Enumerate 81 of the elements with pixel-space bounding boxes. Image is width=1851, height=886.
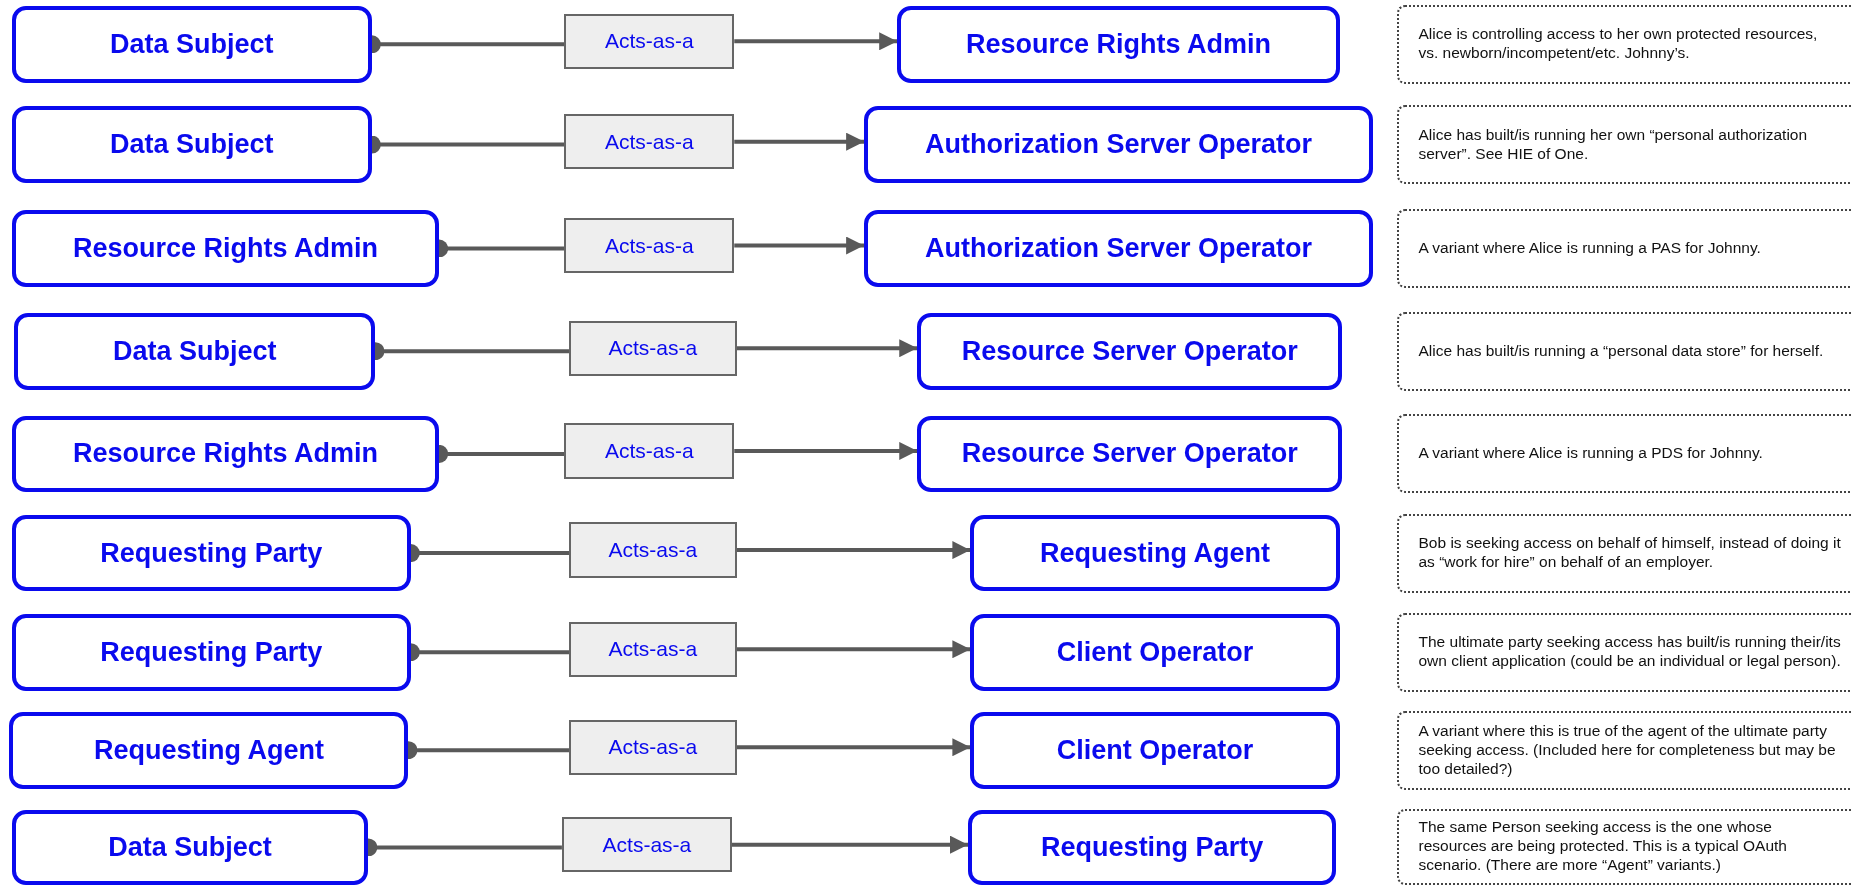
- arrow: [734, 132, 865, 151]
- relation-label: Acts-as-a: [608, 336, 698, 361]
- role-label: Resource Rights Admin: [72, 233, 378, 264]
- role-box: [897, 5, 1340, 83]
- relation-label: Acts-as-a: [602, 832, 692, 857]
- role-label: Requesting Agent: [1040, 537, 1271, 569]
- role-label: Data Subject: [110, 129, 274, 161]
- role-label: Resource Rights Admin: [965, 28, 1271, 60]
- relation-box: [569, 719, 737, 775]
- role-label: Authorization Server Operator: [924, 129, 1313, 161]
- role-label: Requesting Party: [100, 537, 323, 569]
- note-box: [1396, 808, 1851, 885]
- role-label: Requesting Party: [1041, 831, 1264, 863]
- note-box: [1396, 414, 1851, 494]
- note-box: [1396, 513, 1851, 593]
- role-box: [864, 106, 1373, 183]
- note-text: The same Person seeking access is the one whose resources are being protected. This is a typical OAuth scenario. (There are more “Agent” variants.): [1418, 818, 1788, 876]
- role-box: [917, 312, 1343, 390]
- relation-label: Acts-as-a: [608, 637, 698, 662]
- note-box: [1396, 4, 1851, 84]
- role-box: [9, 711, 409, 789]
- role-box: [970, 514, 1340, 592]
- relation-box: [561, 816, 732, 873]
- note-box: [1396, 311, 1851, 391]
- role-box: [970, 711, 1340, 789]
- arrow: [736, 640, 971, 659]
- role-box: [11, 210, 440, 287]
- relation-box: [569, 621, 737, 677]
- role-label: Client Operator: [1056, 734, 1254, 766]
- role-box: [968, 809, 1337, 885]
- note-text: Alice has built/is running her own “personal authorization server”. See HIE of One.: [1418, 125, 1809, 164]
- relation-box: [564, 113, 735, 170]
- note-text: A variant where Alice is running a PDS for Johnny.: [1418, 444, 1763, 464]
- relation-label: Acts-as-a: [604, 129, 694, 154]
- role-box: [11, 106, 372, 183]
- arrow: [734, 32, 898, 51]
- relation-box: [564, 13, 735, 70]
- role-label: Requesting Agent: [93, 734, 324, 766]
- relation-box: [564, 423, 735, 479]
- arrow: [736, 339, 918, 358]
- relation-label: Acts-as-a: [608, 735, 698, 760]
- role-label: Data Subject: [113, 335, 277, 367]
- arrow: [731, 835, 968, 854]
- note-box: [1396, 710, 1851, 790]
- relation-label: Acts-as-a: [604, 29, 694, 54]
- note-text: The ultimate party seeking access has built/is running their/its own client application (could be an individual or legal person).: [1418, 633, 1841, 672]
- role-label: Authorization Server Operator: [924, 233, 1313, 264]
- note-text: Bob is seeking access on behalf of himself, instead of doing it as “work for hire” on behalf of an employer.: [1418, 534, 1841, 572]
- note-text: Alice is controlling access to her own protected resources, vs. newborn/incompetent/etc. Johnny’s.: [1418, 25, 1819, 64]
- role-box: [11, 809, 369, 885]
- role-box: [11, 415, 440, 493]
- arrow: [736, 541, 971, 560]
- arrow: [734, 441, 918, 460]
- role-label: Resource Rights Admin: [72, 438, 378, 470]
- role-box: [917, 415, 1343, 493]
- arrow: [736, 738, 971, 757]
- role-label: Client Operator: [1056, 636, 1254, 668]
- relation-box: [569, 320, 737, 376]
- note-box: [1396, 208, 1851, 288]
- role-box: [14, 312, 376, 390]
- relation-box: [564, 217, 735, 274]
- role-label: Data Subject: [110, 28, 274, 60]
- role-box: [11, 613, 411, 691]
- role-label: Requesting Party: [100, 636, 323, 668]
- role-label: Data Subject: [108, 831, 272, 863]
- role-box: [11, 5, 372, 83]
- role-box: [11, 514, 411, 592]
- relation-label: Acts-as-a: [608, 538, 698, 563]
- note-box: [1396, 105, 1851, 185]
- note-box: [1396, 612, 1851, 692]
- relation-label: Acts-as-a: [604, 233, 694, 258]
- note-text: Alice has built/is running a “personal data store” for herself.: [1418, 341, 1824, 361]
- role-box: [864, 210, 1373, 287]
- relation-box: [569, 522, 737, 578]
- role-label: Resource Server Operator: [961, 438, 1298, 470]
- relation-label: Acts-as-a: [604, 438, 694, 463]
- role-box: [970, 613, 1340, 691]
- role-label: Resource Server Operator: [961, 335, 1298, 367]
- arrow: [734, 236, 865, 255]
- note-text: A variant where this is true of the agent of the ultimate party seeking access. (Included here for completeness but may be too detailed?): [1418, 721, 1837, 779]
- note-text: A variant where Alice is running a PAS for Johnny.: [1418, 239, 1761, 258]
